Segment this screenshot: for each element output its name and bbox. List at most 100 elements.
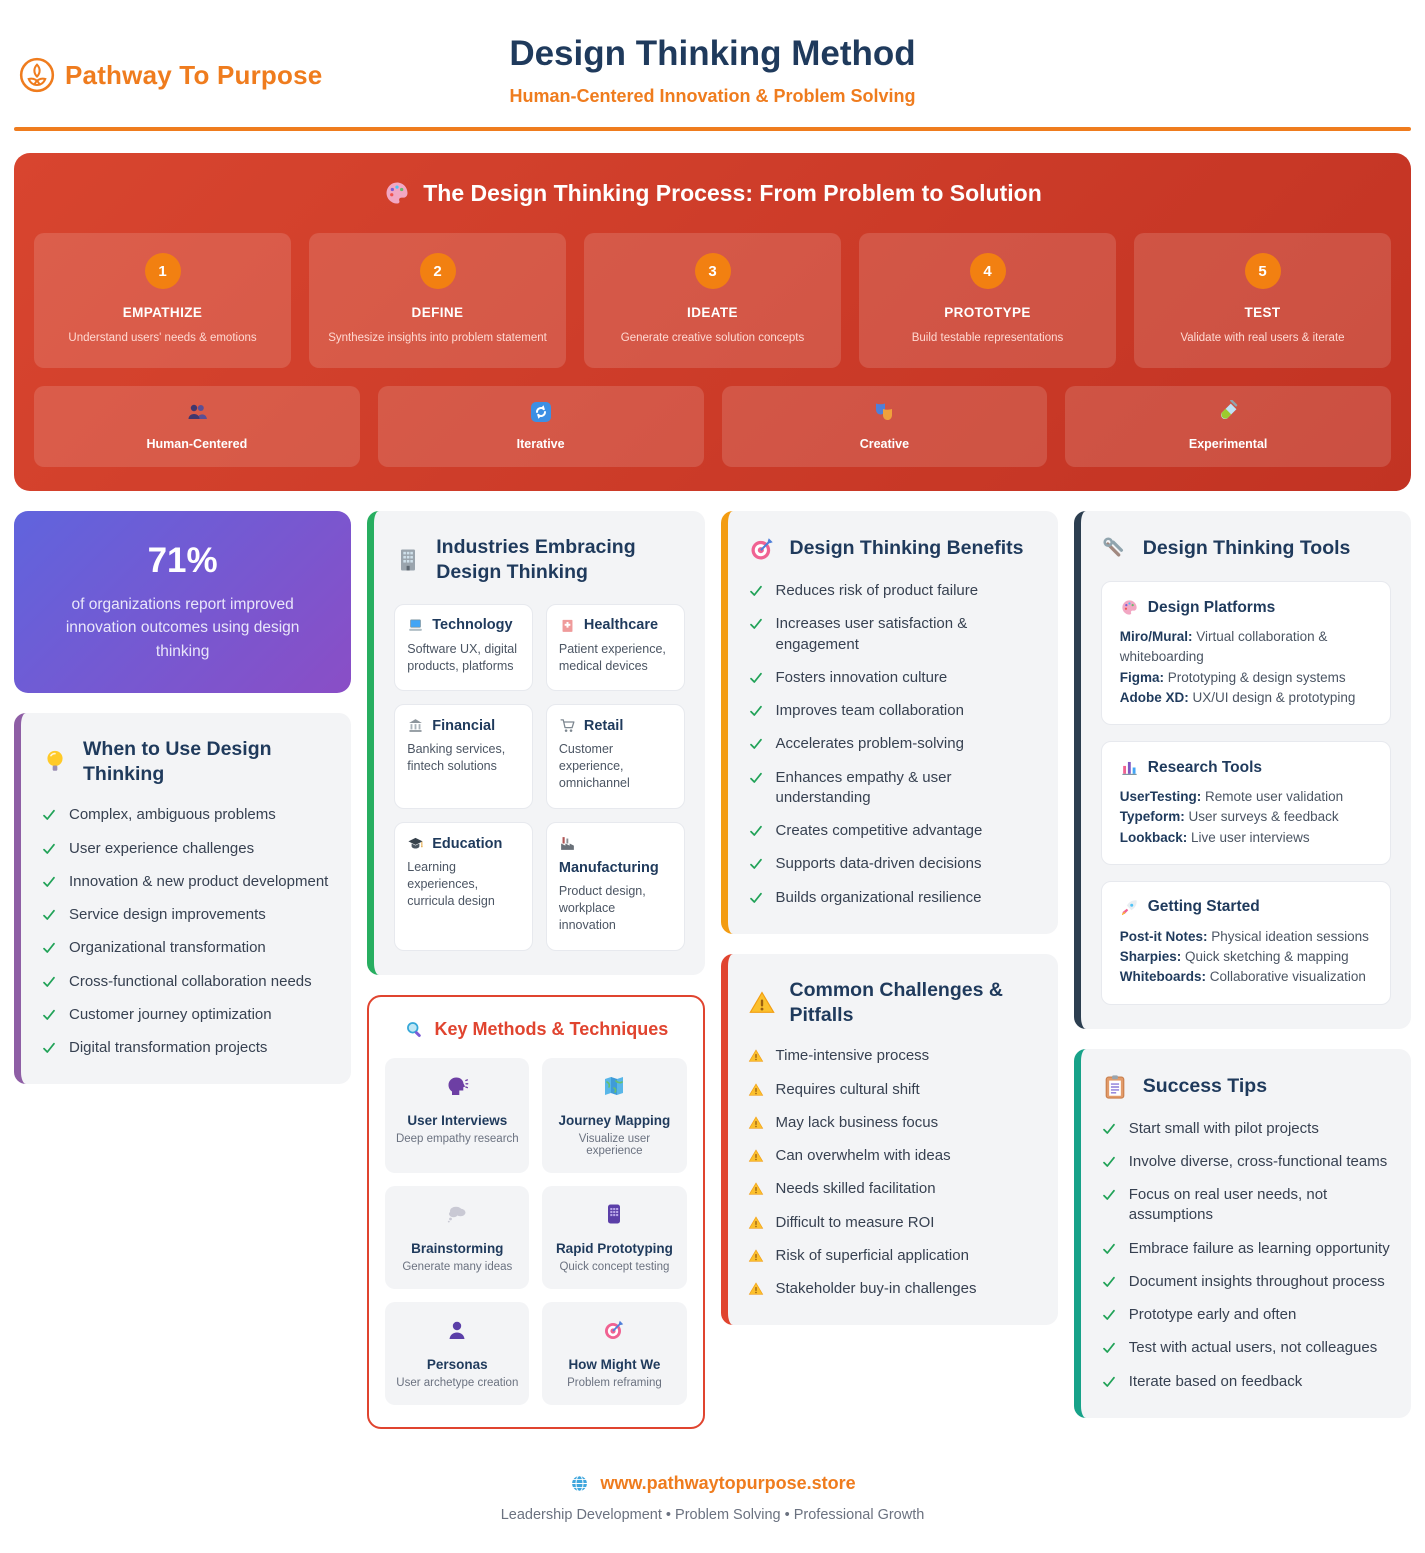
- building-icon: [394, 546, 422, 574]
- tool-group-name: Getting Started: [1147, 898, 1260, 916]
- list-item: Start small with pilot projects: [1101, 1119, 1391, 1139]
- tool-groups: Design Platforms Miro/Mural: Virtual col…: [1100, 581, 1391, 1005]
- step-number-badge: 2: [419, 253, 456, 289]
- warning-icon: [748, 989, 776, 1017]
- tool-entry-text: Virtual collaboration & whiteboarding: [1119, 629, 1328, 665]
- trait-label: Iterative: [516, 437, 565, 451]
- check-icon: [748, 823, 764, 839]
- industry-card: Financial Banking services, fintech solu…: [394, 704, 533, 810]
- list-item: Reduces risk of product failure: [748, 581, 1038, 601]
- benefits-panel: Design Thinking Benefits Reduces risk of…: [720, 511, 1058, 934]
- list-item-text: Requires cultural shift: [775, 1080, 920, 1098]
- method-name: Journey Mapping: [558, 1112, 671, 1128]
- list-item: Fosters innovation culture: [748, 668, 1038, 688]
- tips-panel: Success Tips Start small with pilot proj…: [1073, 1048, 1411, 1418]
- dart-icon: [748, 535, 776, 563]
- when-to-use-title-row: When to Use Design Thinking: [41, 737, 331, 788]
- industry-card-head: Manufacturing: [559, 835, 672, 876]
- check-icon: [1101, 1274, 1117, 1290]
- step-number-badge: 4: [969, 253, 1006, 289]
- industry-icon: [559, 835, 576, 852]
- tool-entry-text: UX/UI design & prototyping: [1192, 689, 1356, 705]
- list-item: Can overwhelm with ideas: [748, 1146, 1038, 1166]
- brand-logo: Pathway To Purpose: [18, 56, 322, 94]
- check-icon: [41, 874, 57, 890]
- check-icon: [1101, 1241, 1117, 1257]
- method-description: Deep empathy research: [395, 1132, 519, 1145]
- list-item: Service design improvements: [41, 905, 331, 925]
- tools-title-row: Design Thinking Tools: [1101, 535, 1391, 563]
- industry-card-head: Technology: [407, 617, 520, 634]
- tool-group-icon: [1120, 598, 1139, 617]
- challenges-panel: Common Challenges & Pitfalls Time-intens…: [720, 953, 1058, 1326]
- method-description: Quick concept testing: [559, 1260, 670, 1273]
- clipboard-icon: [1101, 1073, 1129, 1101]
- tools-title: Design Thinking Tools: [1142, 537, 1351, 560]
- process-traits: Human-Centered Iterative Creative Experi…: [34, 386, 1391, 467]
- industry-description: Learning experiences, curricula design: [407, 860, 495, 908]
- process-step-card: 1 EMPATHIZE Understand users' needs & em…: [34, 233, 291, 368]
- tool-entry: Figma: Prototyping & design systems: [1120, 668, 1372, 688]
- list-item: Customer journey optimization: [41, 1005, 331, 1025]
- trait-card: Human-Centered: [34, 386, 360, 467]
- tool-entry-label: Typeform:: [1119, 809, 1185, 825]
- method-name: Personas: [426, 1356, 488, 1372]
- list-item: Difficult to measure ROI: [748, 1213, 1038, 1233]
- check-icon: [41, 940, 57, 956]
- benefits-title-row: Design Thinking Benefits: [748, 535, 1038, 563]
- method-card: Journey Mapping Visualize user experienc…: [542, 1057, 687, 1173]
- tool-entry: Whiteboards: Collaborative visualization: [1120, 967, 1372, 987]
- industry-card: Healthcare Patient experience, medical d…: [545, 603, 685, 692]
- list-item: Prototype early and often: [1101, 1305, 1391, 1325]
- challenges-title-row: Common Challenges & Pitfalls: [748, 978, 1038, 1029]
- warning-icon: [748, 1215, 764, 1231]
- list-item-text: Enhances empathy & user understanding: [775, 768, 952, 806]
- industry-description: Software UX, digital products, platforms: [407, 641, 518, 673]
- column-1: 71% of organizations report improved inn…: [14, 511, 352, 1085]
- footer: www.pathwaytopurpose.store Leadership De…: [0, 1473, 1425, 1553]
- challenges-title: Common Challenges & Pitfalls: [789, 978, 1003, 1027]
- process-banner: The Design Thinking Process: From Proble…: [14, 153, 1411, 491]
- list-item-text: Complex, ambiguous problems: [69, 806, 276, 824]
- tool-group-card: Design Platforms Miro/Mural: Virtual col…: [1100, 581, 1391, 725]
- website-link[interactable]: www.pathwaytopurpose.store: [600, 1472, 856, 1493]
- industry-card: Education Learning experiences, curricul…: [394, 822, 533, 951]
- method-name: How Might We: [568, 1356, 661, 1372]
- tips-list: Start small with pilot projects Involve …: [1101, 1119, 1391, 1392]
- when-to-use-list: Complex, ambiguous problems User experie…: [41, 805, 331, 1058]
- stat-value: 71%: [147, 541, 218, 580]
- industry-icon: [407, 835, 424, 852]
- header: Pathway To Purpose Design Thinking Metho…: [0, 0, 1425, 131]
- industry-name: Healthcare: [583, 617, 659, 634]
- list-item-text: Time-intensive process: [775, 1047, 930, 1065]
- industry-icon: [559, 717, 576, 734]
- list-item: Stakeholder buy-in challenges: [748, 1279, 1038, 1299]
- trait-icon: [1216, 400, 1240, 424]
- list-item-text: Improves team collaboration: [775, 702, 964, 719]
- palette-icon: [383, 179, 411, 207]
- check-icon: [748, 890, 764, 906]
- method-icon: [445, 1074, 469, 1098]
- tool-entry-label: Sharpies:: [1119, 949, 1182, 964]
- list-item: Time-intensive process: [748, 1046, 1038, 1066]
- industries-grid: Technology Software UX, digital products…: [394, 603, 685, 951]
- industry-description: Patient experience, medical devices: [558, 641, 666, 673]
- check-icon: [748, 616, 764, 632]
- trait-label: Human-Centered: [146, 437, 248, 451]
- list-item-text: Risk of superficial application: [775, 1246, 969, 1264]
- list-item-text: Stakeholder buy-in challenges: [775, 1280, 977, 1298]
- list-item: Builds organizational resilience: [748, 888, 1038, 908]
- bulb-icon: [41, 748, 69, 776]
- industry-card: Manufacturing Product design, workplace …: [545, 822, 685, 951]
- check-icon: [1101, 1374, 1117, 1390]
- list-item: User experience challenges: [41, 839, 331, 859]
- industries-panel: Industries Embracing Design Thinking Tec…: [367, 511, 705, 975]
- step-description: Understand users' needs & emotions: [68, 332, 257, 344]
- list-item-text: Fosters innovation culture: [775, 668, 948, 686]
- check-icon: [748, 770, 764, 786]
- industry-description: Product design, workplace innovation: [558, 884, 646, 932]
- stat-description: of organizations report improved innovat…: [65, 596, 300, 660]
- step-name: IDEATE: [687, 305, 738, 320]
- tool-entry-label: Lookback:: [1119, 829, 1188, 845]
- logo-icon: [18, 56, 56, 94]
